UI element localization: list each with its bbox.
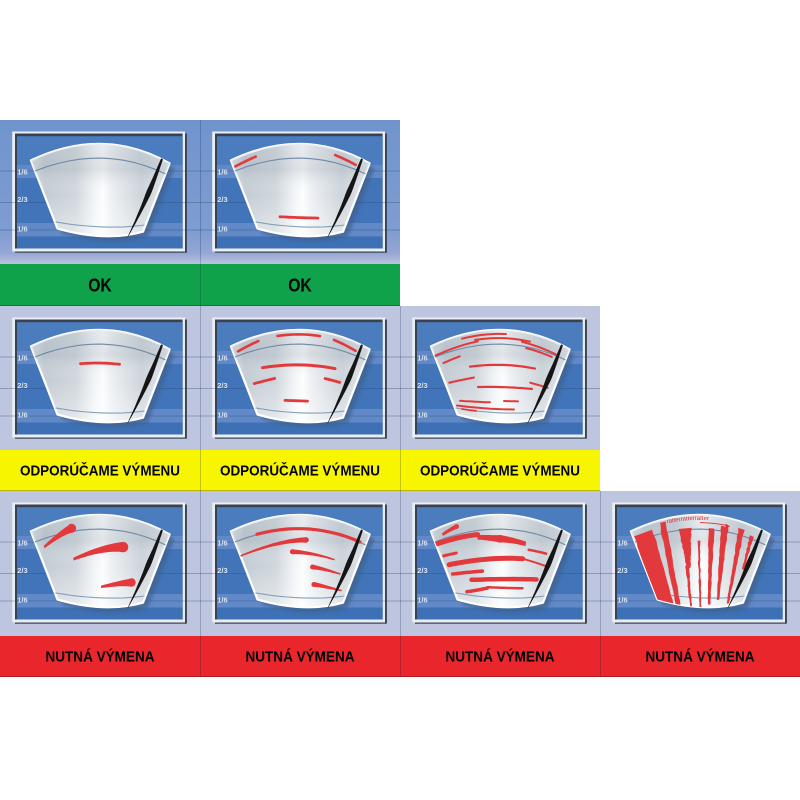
svg-text:ratterratterratter: ratterratterratter — [666, 516, 709, 525]
svg-text:ODPORÚČAME VÝMENU: ODPORÚČAME VÝMENU — [420, 462, 580, 480]
svg-text:NUTNÁ VÝMENA: NUTNÁ VÝMENA — [646, 648, 755, 666]
svg-text:OK: OK — [88, 275, 112, 296]
svg-text:NUTNÁ VÝMENA: NUTNÁ VÝMENA — [46, 648, 155, 666]
svg-text:ODPORÚČAME VÝMENU: ODPORÚČAME VÝMENU — [220, 462, 380, 480]
svg-text:ODPORÚČAME VÝMENU: ODPORÚČAME VÝMENU — [20, 462, 180, 480]
svg-text:NUTNÁ VÝMENA: NUTNÁ VÝMENA — [246, 648, 355, 666]
svg-text:NUTNÁ VÝMENA: NUTNÁ VÝMENA — [446, 648, 555, 666]
svg-text:OK: OK — [288, 275, 312, 296]
